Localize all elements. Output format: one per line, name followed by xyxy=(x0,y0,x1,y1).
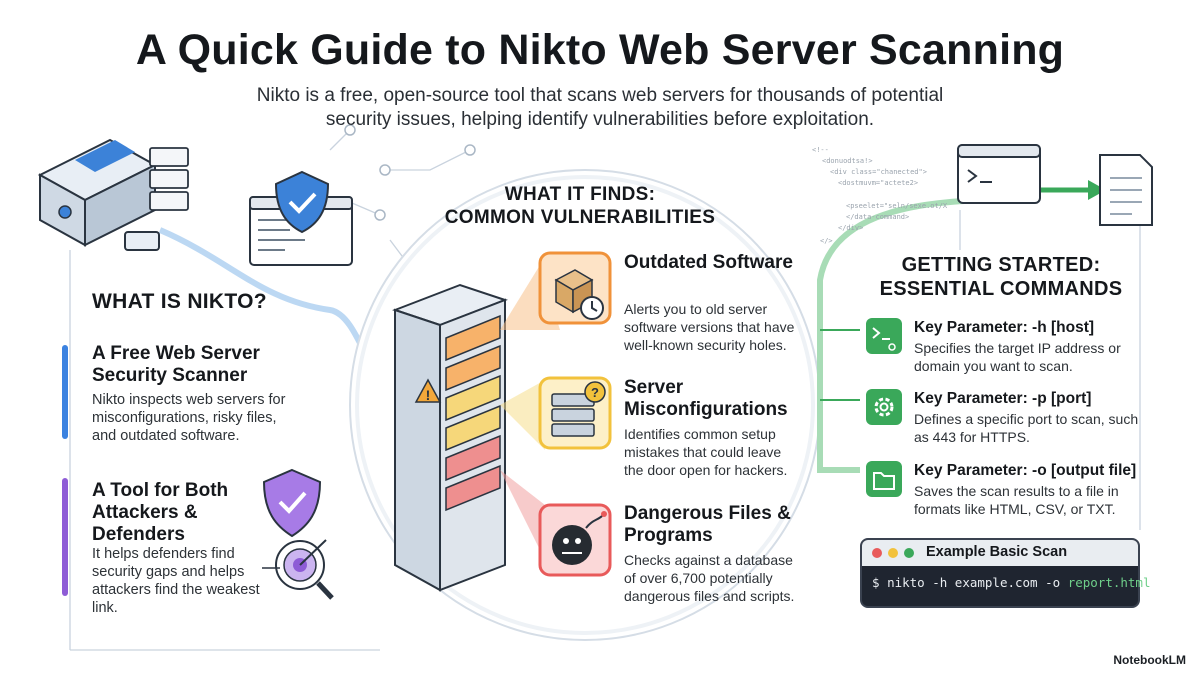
server-question-icon: ? xyxy=(538,376,612,450)
svg-text:!: ! xyxy=(426,387,431,403)
card-title: A Free Web Server Security Scanner xyxy=(92,343,260,386)
card-accent-bar xyxy=(62,478,68,596)
monitor-icon xyxy=(957,144,1041,204)
svg-text:</div>: </div> xyxy=(838,224,863,232)
example-scan-terminal: Example Basic Scan $ nikto -h example.co… xyxy=(860,538,1150,608)
prompt-symbol: $ xyxy=(872,575,880,590)
svg-text:</data-command>: </data-command> xyxy=(846,213,909,221)
heading-line: ESSENTIAL COMMANDS xyxy=(879,278,1123,300)
vuln-desc: Checks against a database of over 6,700 … xyxy=(624,552,795,604)
folder-icon xyxy=(866,461,902,497)
command-desc: Defines a specific port to scan, such as… xyxy=(914,411,1139,445)
card-title: A Tool for Both Attackers & Defenders xyxy=(92,480,229,545)
command-output-file: report.html xyxy=(1067,575,1151,590)
command-title: Key Parameter: -p [port] xyxy=(914,390,1092,407)
terminal-command-line: $ nikto -h example.com -o report.html xyxy=(872,575,1150,590)
card-desc: It helps defenders find security gaps an… xyxy=(92,546,260,616)
shield-browser-icon xyxy=(249,170,353,266)
what-is-nikto-heading: WHAT IS NIKTO? xyxy=(92,290,267,313)
terminal-titlebar: Example Basic Scan xyxy=(862,540,1138,566)
document-icon xyxy=(1099,154,1153,226)
vuln-title: Outdated Software xyxy=(624,252,793,273)
server-stack-icon xyxy=(149,147,189,211)
terminal-icon xyxy=(866,318,902,354)
command-text: nikto -h example.com -o xyxy=(887,575,1061,590)
maximize-dot-icon xyxy=(904,548,914,558)
getting-started-heading: GETTING STARTED: ESSENTIAL COMMANDS xyxy=(846,253,1156,301)
close-dot-icon xyxy=(872,548,882,558)
svg-text:?: ? xyxy=(591,385,599,400)
svg-text:<dostmuvm="actete2>: <dostmuvm="actete2> xyxy=(838,179,918,187)
svg-text:<div class="chanected">: <div class="chanected"> xyxy=(830,168,927,176)
target-magnifier-icon xyxy=(262,539,334,600)
page-subtitle: Nikto is a free, open-source tool that s… xyxy=(256,85,944,130)
what-it-finds-heading: WHAT IT FINDS: COMMON VULNERABILITIES xyxy=(430,183,730,229)
vuln-title: Server Misconfigurations xyxy=(624,377,788,420)
command-title: Key Parameter: -o [output file] xyxy=(914,462,1137,479)
card-accent-bar xyxy=(62,345,68,439)
vuln-desc: Alerts you to old server software versio… xyxy=(624,301,795,353)
box-clock-icon xyxy=(538,251,612,325)
command-title: Key Parameter: -h [host] xyxy=(914,319,1095,336)
heading-line: GETTING STARTED: xyxy=(901,254,1101,276)
brand-label: NotebookLM xyxy=(1113,653,1186,667)
card-desc: Nikto inspects web servers for misconfig… xyxy=(92,392,286,444)
command-desc: Saves the scan results to a file in form… xyxy=(914,483,1119,517)
minimize-dot-icon xyxy=(888,548,898,558)
svg-text:<pseelet="seln/sexe.ot/X: <pseelet="seln/sexe.ot/X xyxy=(846,202,948,210)
page-title: A Quick Guide to Nikto Web Server Scanni… xyxy=(135,26,1065,74)
heading-line: WHAT IT FINDS: xyxy=(504,184,656,205)
vuln-desc: Identifies common setup mistakes that co… xyxy=(624,426,788,478)
svg-text:<donuodtsa!>: <donuodtsa!> xyxy=(822,157,873,165)
heading-line: COMMON VULNERABILITIES xyxy=(444,207,716,228)
gear-icon xyxy=(866,389,902,425)
code-snippet-decoration: <!-- <donuodtsa!> <div class="chanected"… xyxy=(812,146,948,245)
server-tower-icon: ! xyxy=(392,283,508,592)
svg-text:</>: </> xyxy=(820,237,833,245)
network-device-icon xyxy=(37,138,160,251)
vuln-title: Dangerous Files & Programs xyxy=(624,503,791,546)
purple-shield-icon xyxy=(262,468,322,538)
bomb-icon xyxy=(538,503,612,577)
command-desc: Specifies the target IP address or domai… xyxy=(914,340,1121,374)
svg-text:<!--: <!-- xyxy=(812,146,829,154)
terminal-title: Example Basic Scan xyxy=(926,544,1068,560)
